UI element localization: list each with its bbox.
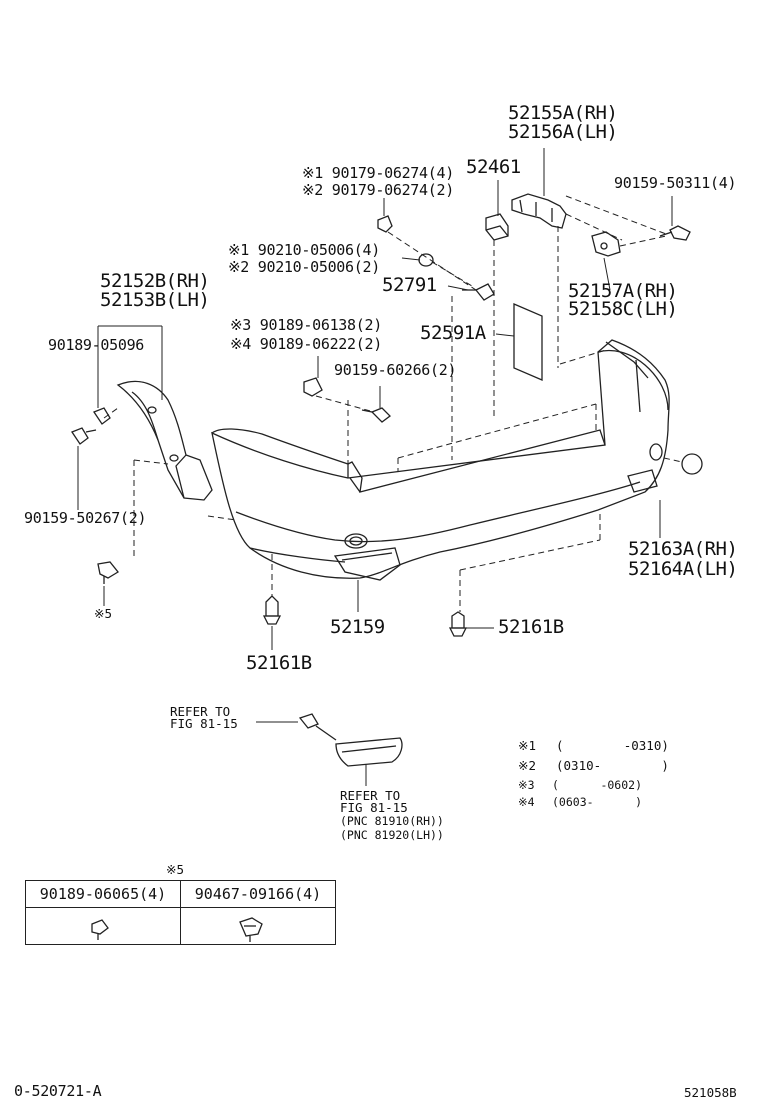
callout-90159-50267: 90159-50267(2) <box>24 509 147 527</box>
callout-52591a: 52591A <box>420 322 486 344</box>
fastener-table: 90189-06065(4) 90467-09166(4) <box>25 880 336 945</box>
clip-52461 <box>485 213 509 241</box>
cap-52163a <box>681 453 703 475</box>
fastener-52161b-left <box>262 595 282 625</box>
callout-52791: 52791 <box>382 274 437 296</box>
legend-range-1: ( -0310) <box>556 738 669 753</box>
refer-bottom-line4: (PNC 81920(LH)) <box>340 828 444 842</box>
clip-90189-05096 <box>93 407 111 425</box>
callout-52161b-right: 52161B <box>498 616 564 638</box>
callout-n4-90189: ※4 90189-06222(2) <box>230 335 382 353</box>
refer-bottom-line1: REFER TO <box>340 788 401 803</box>
assembly-lines <box>103 195 683 612</box>
legend-mark-4: ※4 <box>518 795 535 809</box>
reflector <box>335 737 403 767</box>
legend-mark-3: ※3 <box>518 778 535 792</box>
clip-note5 <box>97 561 119 584</box>
bumper-cover-52159 <box>211 339 670 581</box>
callout-note5: ※5 <box>94 606 112 621</box>
callout-90189-05096: 90189-05096 <box>48 336 145 354</box>
footer-left-code: 0-520721-A <box>14 1082 102 1100</box>
callout-n3-90189: ※3 90189-06138(2) <box>230 316 382 334</box>
callout-52157a: 52157A(RH) <box>568 280 678 302</box>
legend-mark-1: ※1 <box>518 738 536 753</box>
clip-90159-50267 <box>71 427 97 445</box>
table-note: ※5 <box>166 862 184 877</box>
refer-top-line1: REFER TO <box>170 704 231 719</box>
callout-52164a: 52164A(LH) <box>628 558 738 580</box>
callout-n1-90210: ※1 90210-05006(4) <box>228 241 380 259</box>
clip-90189-06138 <box>303 377 323 397</box>
callout-n2-90210: ※2 90210-05006(2) <box>228 258 380 276</box>
absorber-52591a <box>513 303 543 381</box>
callout-52161b-left: 52161B <box>246 652 312 674</box>
footer-right-code: 521058B <box>684 1085 737 1100</box>
callout-52163a: 52163A(RH) <box>628 538 738 560</box>
table-col2-icon-cell <box>180 907 336 945</box>
pin-52791 <box>462 283 495 301</box>
callout-52153b: 52153B(LH) <box>100 289 210 311</box>
table-col1-header: 90189-06065(4) <box>25 880 181 908</box>
callout-n1-90179: ※1 90179-06274(4) <box>302 164 454 182</box>
refer-top-line2: FIG 81-15 <box>170 716 238 731</box>
retainer-52152b <box>116 380 213 501</box>
legend-range-2: (0310- ) <box>556 758 669 773</box>
callout-90159-60266: 90159-60266(2) <box>334 361 457 379</box>
callout-52156a: 52156A(LH) <box>508 121 618 143</box>
table-col2-header: 90467-09166(4) <box>180 880 336 908</box>
bolt-90159-50311 <box>659 225 691 241</box>
bracket-52157a <box>591 231 621 257</box>
bolt-90159-60266 <box>361 407 391 423</box>
fastener-52161b-right <box>448 611 468 637</box>
clip-90179 <box>377 215 393 233</box>
callout-n2-90179: ※2 90179-06274(2) <box>302 181 454 199</box>
leader-lines <box>77 148 673 786</box>
screw-reflector <box>298 713 337 741</box>
callout-52155a: 52155A(RH) <box>508 102 618 124</box>
legend-range-3: ( -0602) <box>552 778 643 792</box>
refer-bottom-line2: FIG 81-15 <box>340 800 408 815</box>
callout-52461: 52461 <box>466 156 521 178</box>
callout-52159: 52159 <box>330 616 385 638</box>
table-col1-icon-cell <box>25 907 181 945</box>
bracket-52155a <box>511 193 567 229</box>
callout-90159-50311: 90159-50311(4) <box>614 174 737 192</box>
legend-mark-2: ※2 <box>518 758 536 773</box>
refer-bottom-line3: (PNC 81910(RH)) <box>340 814 444 828</box>
callout-52158c: 52158C(LH) <box>568 298 678 320</box>
callout-52152b: 52152B(RH) <box>100 270 210 292</box>
legend-range-4: (0603- ) <box>552 795 643 809</box>
